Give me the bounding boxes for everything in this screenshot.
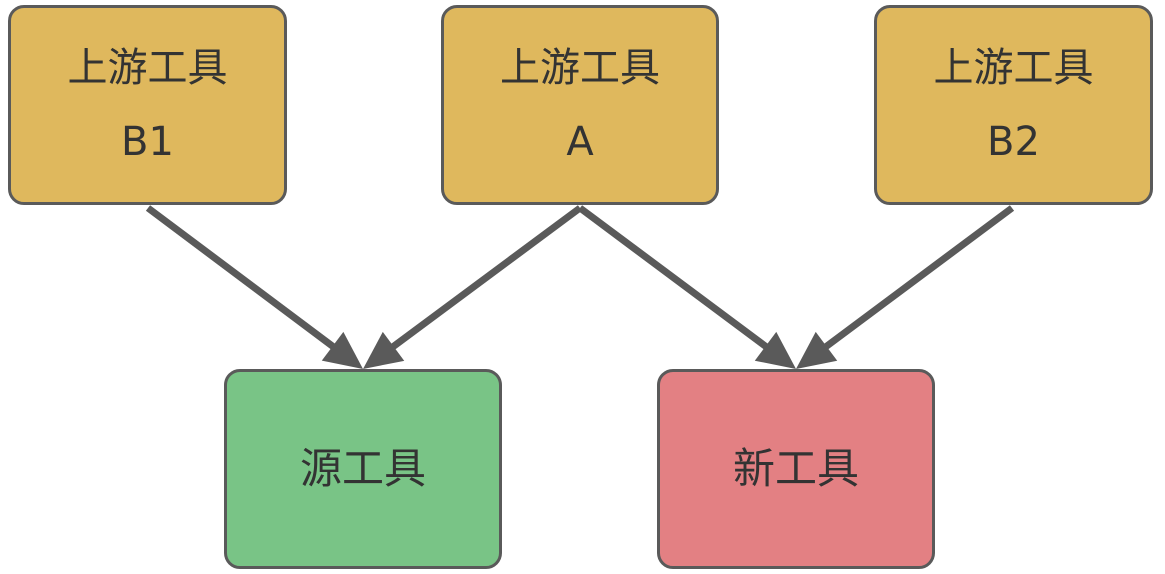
node-new-tool: 新工具 bbox=[657, 369, 935, 569]
node-upstream-tool-a-label: A bbox=[566, 119, 594, 165]
node-upstream-tool-a-title: 上游工具 bbox=[500, 45, 660, 91]
edge-upstream_a-to-source_tool bbox=[363, 205, 583, 369]
edge-line bbox=[819, 205, 1015, 353]
node-upstream-tool-b2-label: B2 bbox=[987, 119, 1040, 165]
arrowhead-icon bbox=[796, 331, 838, 369]
edge-upstream_b1-to-source_tool bbox=[145, 205, 363, 369]
node-upstream-tool-b1-label: B1 bbox=[121, 119, 174, 165]
node-upstream-tool-b2: 上游工具 B2 bbox=[874, 5, 1153, 205]
node-new-tool-title: 新工具 bbox=[732, 444, 859, 493]
node-upstream-tool-b1: 上游工具 B1 bbox=[8, 5, 287, 205]
edge-upstream_b2-to-new_tool bbox=[796, 205, 1015, 369]
node-upstream-tool-a: 上游工具 A bbox=[441, 5, 719, 205]
edges-layer bbox=[145, 205, 1015, 369]
node-source-tool-title: 源工具 bbox=[299, 444, 426, 493]
node-upstream-tool-b2-title: 上游工具 bbox=[933, 45, 1094, 91]
node-source-tool: 源工具 bbox=[224, 369, 502, 569]
edge-line bbox=[145, 205, 340, 353]
edge-upstream_a-to-new_tool bbox=[577, 205, 796, 369]
arrowhead-icon bbox=[321, 331, 363, 369]
node-upstream-tool-b1-title: 上游工具 bbox=[67, 45, 228, 91]
arrowhead-icon bbox=[363, 331, 405, 369]
edge-line bbox=[386, 205, 583, 353]
arrowhead-icon bbox=[754, 331, 796, 369]
edge-line bbox=[577, 205, 773, 353]
